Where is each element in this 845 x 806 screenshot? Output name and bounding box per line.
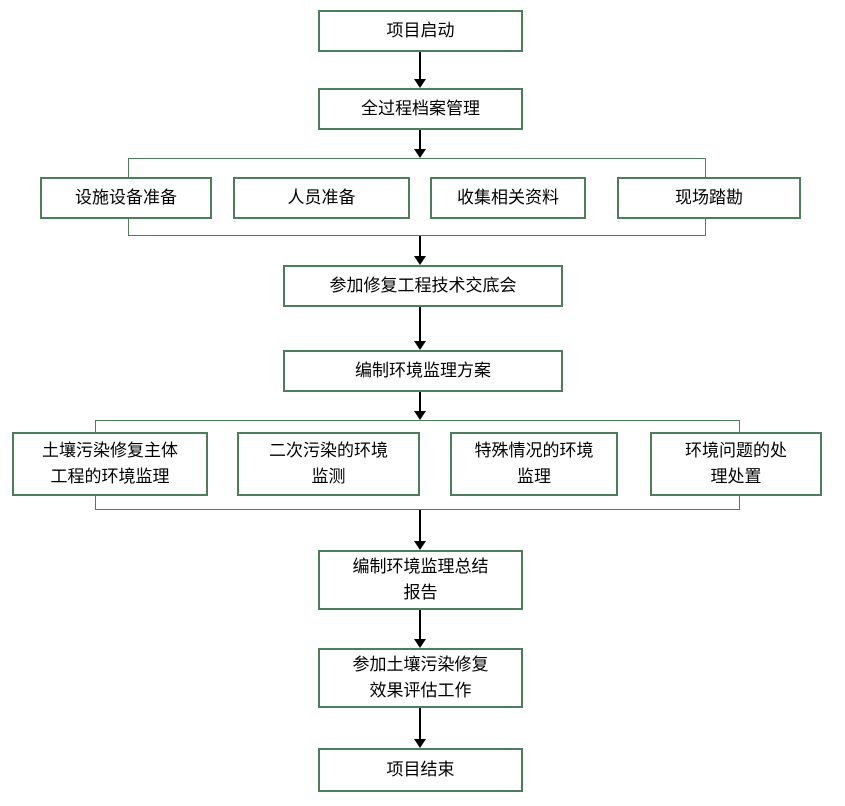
arrow-shaft: [419, 130, 421, 150]
arrow-shaft: [419, 392, 421, 412]
arrow-head-icon: [414, 411, 426, 420]
node-project-start: 项目启动: [318, 10, 523, 52]
node-project-end: 项目结束: [318, 748, 523, 792]
flow-arrow-8: [414, 708, 426, 748]
flow-arrow-1: [414, 52, 426, 88]
flow-arrow-3: [414, 236, 426, 265]
node-secondary-pollution-monitoring: 二次污染的环境 监测: [237, 432, 420, 496]
arrow-head-icon: [414, 256, 426, 265]
flow-arrow-4: [414, 307, 426, 350]
node-main-project-supervision: 土壤污染修复主体 工程的环境监理: [12, 432, 208, 496]
arrow-head-icon: [414, 149, 426, 158]
flow-arrow-2: [414, 130, 426, 158]
node-summary-report: 编制环境监理总结 报告: [318, 550, 523, 610]
node-special-situation-supervision: 特殊情况的环境 监理: [450, 432, 618, 496]
arrow-shaft: [419, 52, 421, 80]
arrow-head-icon: [414, 739, 426, 748]
node-site-survey: 现场踏勘: [617, 177, 801, 219]
node-supervision-plan: 编制环境监理方案: [283, 350, 563, 392]
arrow-head-icon: [414, 341, 426, 350]
node-collect-materials: 收集相关资料: [430, 177, 586, 219]
arrow-shaft: [419, 610, 421, 640]
arrow-shaft: [419, 510, 421, 542]
arrow-head-icon: [414, 79, 426, 88]
arrow-shaft: [419, 307, 421, 342]
flow-arrow-7: [414, 610, 426, 648]
node-effect-evaluation: 参加土壤污染修复 效果评估工作: [318, 648, 523, 708]
node-environmental-issue-handling: 环境问题的处 理处置: [650, 432, 822, 496]
arrow-shaft: [419, 236, 421, 257]
arrow-head-icon: [414, 541, 426, 550]
node-archive-management: 全过程档案管理: [318, 88, 523, 130]
node-personnel-preparation: 人员准备: [233, 177, 410, 219]
arrow-head-icon: [414, 639, 426, 648]
flow-arrow-6: [414, 510, 426, 550]
node-technical-briefing: 参加修复工程技术交底会: [283, 265, 563, 307]
flow-arrow-5: [414, 392, 426, 420]
arrow-shaft: [419, 708, 421, 740]
node-equipment-preparation: 设施设备准备: [40, 177, 212, 219]
